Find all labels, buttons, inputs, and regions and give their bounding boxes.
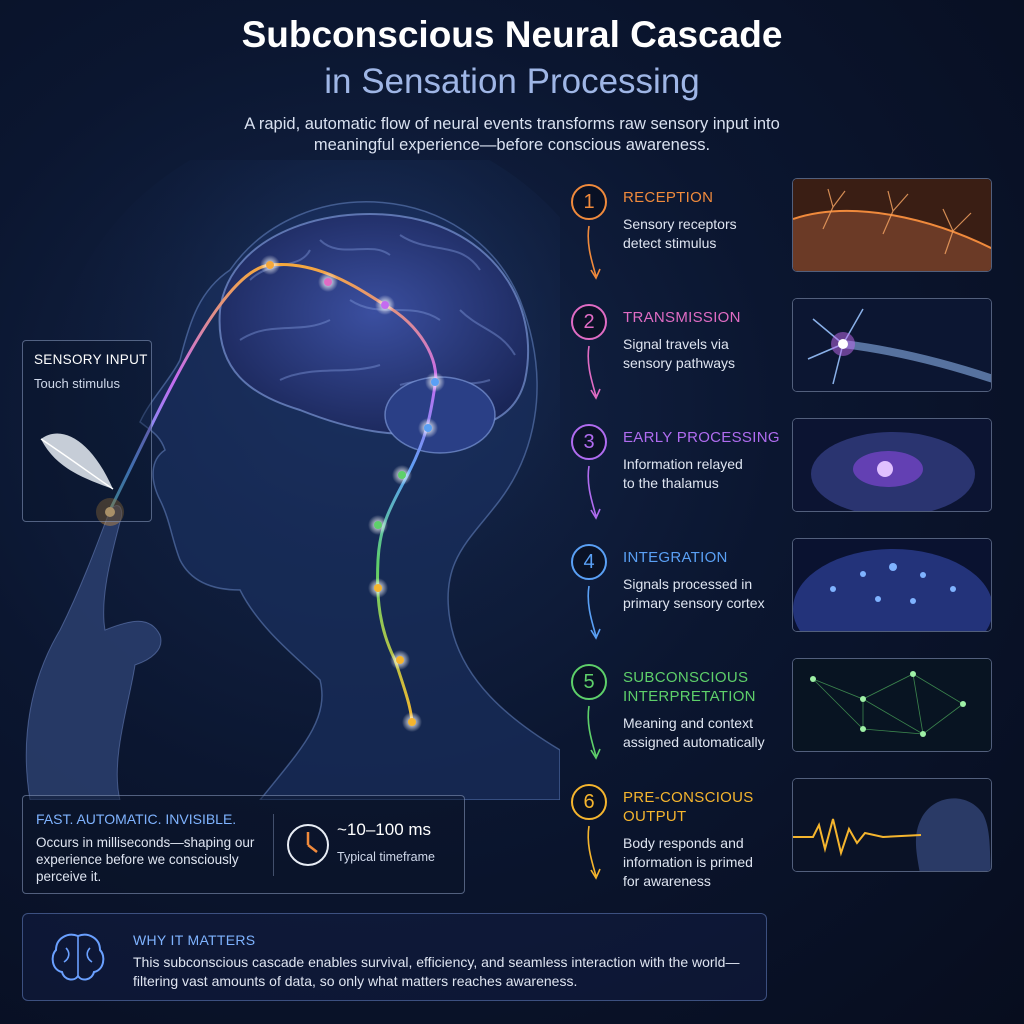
step-description: Body responds and information is primed fo…	[623, 834, 753, 891]
step-description-line: Meaning and context	[623, 715, 753, 731]
timeframe-value: ~10–100 ms	[337, 820, 432, 839]
fast-divider	[273, 814, 274, 876]
step-description-line: information is primed	[623, 854, 753, 870]
head-illustration	[25, 160, 560, 800]
step-number-badge: 6	[571, 784, 607, 820]
step-description-line: Sensory receptors	[623, 216, 737, 232]
step-arrow-icon	[587, 345, 601, 400]
step-arrow-icon	[587, 585, 601, 640]
step-description-line: detect stimulus	[623, 235, 717, 251]
sensory-input-box: SENSORY INPUT Touch stimulus	[22, 340, 152, 522]
step-arrow-icon	[587, 225, 601, 280]
step-arrow-icon	[587, 825, 601, 880]
why-description: This subconscious cascade enables surviv…	[133, 954, 740, 989]
step-card-early-processing	[792, 418, 992, 512]
step-number-badge: 5	[571, 664, 607, 700]
page-title: Subconscious Neural Cascade	[241, 14, 783, 55]
step-arrow-icon	[587, 465, 601, 520]
step-card-reception	[792, 178, 992, 272]
step-title: INTEGRATION	[623, 548, 728, 567]
step-description: Sensory receptors detect stimulus	[623, 215, 737, 253]
feather-icon	[40, 433, 114, 490]
step-number-badge: 1	[571, 184, 607, 220]
fast-description: Occurs in milliseconds—shaping our exper…	[36, 835, 255, 884]
step-description: Signal travels via sensory pathways	[623, 335, 735, 373]
pathway-nodes	[260, 255, 445, 732]
step-description-line: sensory pathways	[623, 355, 736, 371]
step-title: EARLY PROCESSING	[623, 428, 780, 447]
step-title: TRANSMISSION	[623, 308, 741, 327]
why-it-matters-box: WHY IT MATTERS This subconscious cascade…	[22, 913, 767, 1001]
step-description: Meaning and context assigned automaticall…	[623, 714, 765, 752]
step-description-line: Signal travels via	[623, 336, 729, 352]
step-title-line: INTEGRATION	[623, 549, 728, 566]
step-title: SUBCONSCIOUS INTERPRETATION	[623, 668, 756, 706]
fast-automatic-box: FAST. AUTOMATIC. INVISIBLE. Occurs in mi…	[22, 795, 465, 894]
step-description: Signals processed in primary sensory cort…	[623, 575, 765, 613]
step-title: RECEPTION	[623, 188, 713, 207]
intro-text: A rapid, automatic flow of neural events…	[244, 115, 780, 154]
sensory-input-title: SENSORY INPUT	[34, 352, 148, 367]
step-description-line: Information relayed	[623, 456, 743, 472]
step-description-line: assigned automatically	[623, 734, 765, 750]
step-description-line: Body responds and	[623, 835, 744, 851]
step-title-line: OUTPUT	[623, 808, 687, 825]
why-title: WHY IT MATTERS	[133, 932, 256, 948]
hand-shape	[25, 505, 162, 800]
timeframe-label: Typical timeframe	[337, 850, 435, 864]
clock-icon	[287, 824, 329, 866]
step-description-line: for awareness	[623, 873, 711, 889]
step-description-line: to the thalamus	[623, 475, 719, 491]
brain-icon	[51, 933, 105, 981]
step-title-line: SUBCONSCIOUS	[623, 669, 749, 686]
step-title-line: PRE-CONSCIOUS	[623, 789, 754, 806]
step-title: PRE-CONSCIOUS OUTPUT	[623, 788, 754, 826]
page-subtitle: in Sensation Processing	[324, 62, 700, 101]
step-number-badge: 2	[571, 304, 607, 340]
step-number-badge: 3	[571, 424, 607, 460]
step-title-line: TRANSMISSION	[623, 309, 741, 326]
step-title-line: INTERPRETATION	[623, 688, 756, 705]
fast-title: FAST. AUTOMATIC. INVISIBLE.	[36, 811, 237, 827]
step-card-transmission	[792, 298, 992, 392]
step-title-line: EARLY PROCESSING	[623, 429, 780, 446]
sensory-input-subtitle: Touch stimulus	[34, 376, 120, 391]
step-card-interpretation	[792, 658, 992, 752]
step-title-line: RECEPTION	[623, 189, 714, 206]
step-number-badge: 4	[571, 544, 607, 580]
step-arrow-icon	[587, 705, 601, 760]
step-description-line: Signals processed in	[623, 576, 753, 592]
step-description: Information relayed to the thalamus	[623, 455, 743, 493]
step-card-integration	[792, 538, 992, 632]
step-description-line: primary sensory cortex	[623, 595, 765, 611]
step-card-output	[792, 778, 992, 872]
